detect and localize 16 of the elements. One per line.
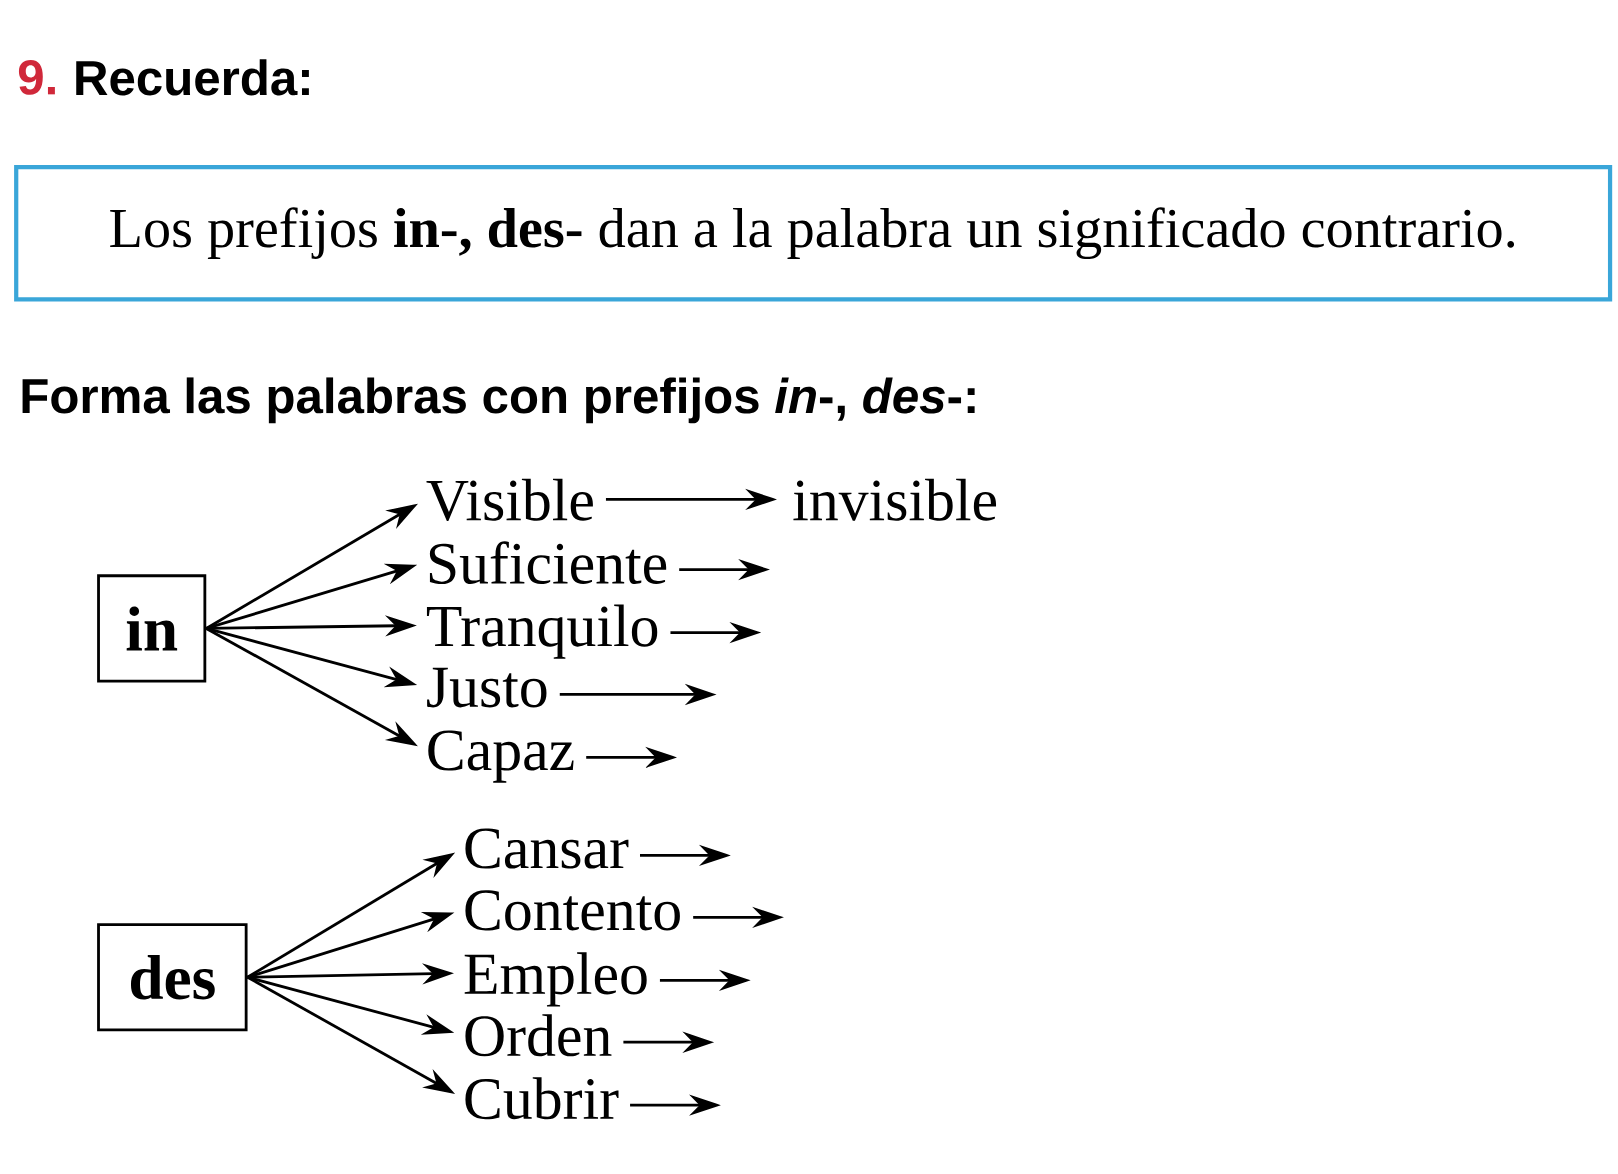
word: Contento [465, 890, 680, 931]
heading: Recuerda: [76, 59, 309, 96]
prefix-box: in [97, 574, 207, 683]
word: Suficiente [429, 541, 667, 584]
exercise-number: 9. [18, 59, 55, 95]
word: Cubrir [465, 1077, 619, 1120]
word: Tranquilo [426, 604, 658, 659]
word: Justo [427, 667, 547, 708]
word: Capaz [428, 730, 574, 783]
word: Orden [465, 1014, 612, 1057]
word: Visible [426, 478, 593, 521]
prefix-box: des [97, 923, 248, 1032]
word: Cansar [465, 828, 629, 869]
word: invisible [793, 478, 997, 521]
instruction: Forma las palabras con prefijos in-, des-: [22, 377, 975, 424]
word: Empleo [464, 952, 647, 1007]
